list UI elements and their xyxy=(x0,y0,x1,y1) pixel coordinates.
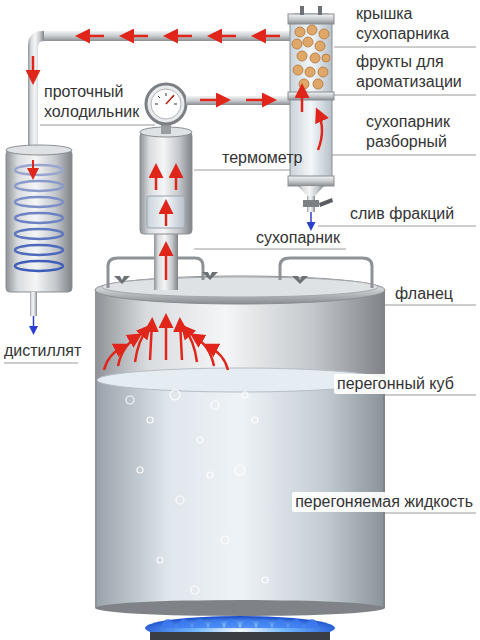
still-pot xyxy=(95,258,385,616)
thermometer xyxy=(146,84,186,134)
part-label: крышка сухопарника xyxy=(356,4,474,44)
part-label: слив фракций xyxy=(350,204,454,224)
part-label: перегоняемая жидкость xyxy=(292,492,476,512)
part-label: проточный холодильник xyxy=(44,82,152,122)
connecting-pipe xyxy=(186,96,292,105)
burner-flame xyxy=(145,616,335,640)
flavor-steamer xyxy=(288,6,334,228)
part-label: фрукты для ароматизации xyxy=(356,52,474,92)
part-label: термометр xyxy=(222,148,302,168)
part-label: дистиллят xyxy=(4,341,81,361)
dry-steamer xyxy=(140,127,192,290)
part-label: перегонный куб xyxy=(334,374,457,394)
vapor-pipe xyxy=(28,31,292,150)
part-label: сухопарник разборный xyxy=(366,112,474,152)
condenser xyxy=(6,145,72,332)
part-label: фланец xyxy=(395,284,453,304)
part-label: сухопарник xyxy=(256,228,340,248)
